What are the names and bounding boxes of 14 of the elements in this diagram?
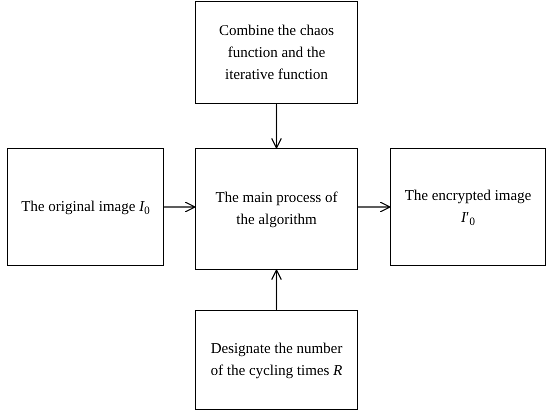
box-text: Combine the chaos function and the iterative function xyxy=(218,22,335,84)
arrow xyxy=(270,104,282,149)
arrow xyxy=(164,201,196,213)
process-box xyxy=(390,148,546,266)
process-box xyxy=(195,148,358,270)
box-text: The original image I$_{0}$ xyxy=(21,198,150,218)
arrow xyxy=(270,269,282,310)
process-box xyxy=(195,1,358,104)
process-box xyxy=(195,310,358,410)
box-text: The main process of the algorithm xyxy=(214,189,339,230)
box-text: The encrypted image I′$_{0}$ xyxy=(404,187,532,229)
box-text: Designate the number of the cycling times R xyxy=(210,340,344,381)
process-box xyxy=(7,148,164,266)
arrow xyxy=(358,201,391,213)
